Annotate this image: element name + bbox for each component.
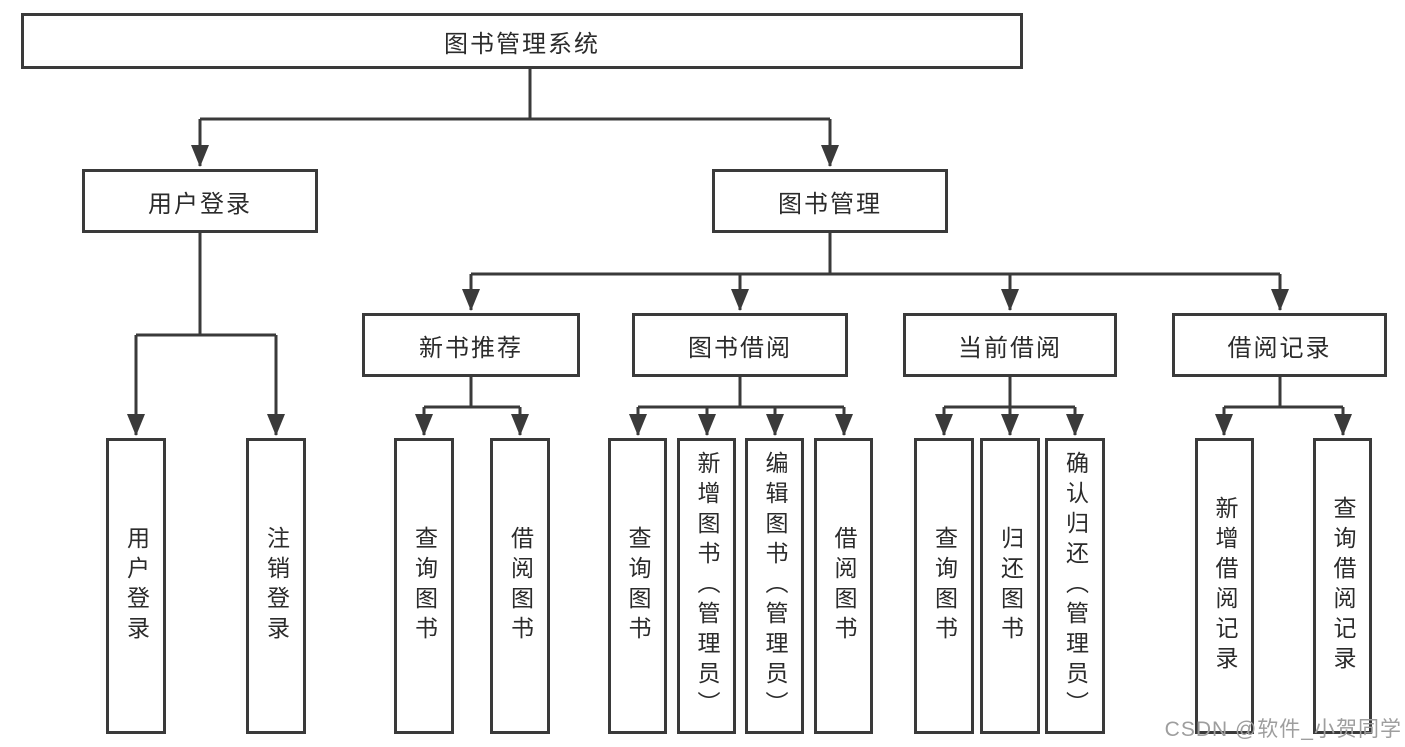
node-user-login: 用户登录: [82, 169, 318, 233]
watermark: CSDN @软件_小贺同学: [1164, 718, 1402, 741]
leaf-edit-books-admin-label: 编辑图书（管理员）: [762, 451, 788, 721]
leaf-edit-books-admin: 编辑图书（管理员）: [745, 438, 804, 734]
leaf-add-books-admin-label: 新增图书（管理员）: [694, 451, 720, 721]
leaf-confirm-return-admin: 确认归还（管理员）: [1045, 438, 1105, 734]
leaf-query-books-borrow-label: 查询图书: [625, 526, 651, 646]
node-current-borrowing: 当前借阅: [903, 313, 1117, 377]
leaf-query-books-recommend: 查询图书: [394, 438, 454, 734]
node-borrowing-records: 借阅记录: [1172, 313, 1387, 377]
leaf-user-login: 用户登录: [106, 438, 166, 734]
leaf-query-borrow-record-label: 查询借阅记录: [1330, 496, 1356, 676]
leaf-query-books-recommend-label: 查询图书: [411, 526, 438, 646]
leaf-borrow-books-label: 借阅图书: [831, 526, 857, 646]
leaf-confirm-return-admin-label: 确认归还（管理员）: [1062, 451, 1089, 721]
leaf-return-books: 归还图书: [980, 438, 1040, 734]
leaf-query-books-borrow: 查询图书: [608, 438, 667, 734]
leaf-add-borrow-record-label: 新增借阅记录: [1212, 496, 1238, 676]
leaf-borrow-books-recommend-label: 借阅图书: [507, 526, 534, 646]
leaf-query-books-current: 查询图书: [914, 438, 974, 734]
node-library-management-system: 图书管理系统: [21, 13, 1023, 69]
leaf-user-login-label: 用户登录: [123, 526, 150, 646]
leaf-borrow-books-recommend: 借阅图书: [490, 438, 550, 734]
leaf-add-books-admin: 新增图书（管理员）: [677, 438, 736, 734]
leaf-query-borrow-record: 查询借阅记录: [1313, 438, 1372, 734]
node-book-borrowing: 图书借阅: [632, 313, 848, 377]
leaf-return-books-label: 归还图书: [997, 526, 1024, 646]
leaf-add-borrow-record: 新增借阅记录: [1195, 438, 1254, 734]
leaf-query-books-current-label: 查询图书: [931, 526, 958, 646]
node-new-book-recommendation: 新书推荐: [362, 313, 580, 377]
leaf-logout: 注销登录: [246, 438, 306, 734]
leaf-borrow-books: 借阅图书: [814, 438, 873, 734]
node-book-management: 图书管理: [712, 169, 948, 233]
leaf-logout-label: 注销登录: [263, 526, 290, 646]
